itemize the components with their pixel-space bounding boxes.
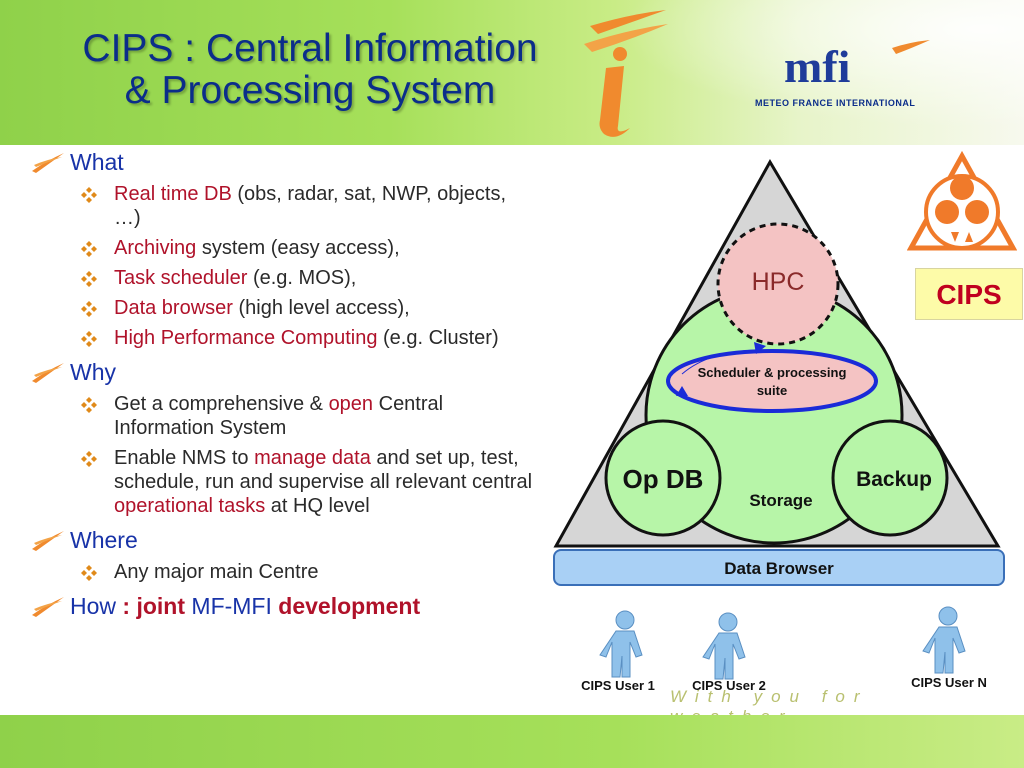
how-middle: MF-MFI [185,593,279,619]
diamond-bullet-icon [81,301,97,317]
hpc-label: HPC [752,268,805,296]
what-item-2: Archiving system (easy access), [30,236,535,260]
why-item-1-text-b: Central Information System [114,393,444,439]
diamond-bullet-icon [81,271,97,287]
what-item-5: High Performance Computing (e.g. Cluster… [30,326,535,350]
why-item-2-highlight-2: operational tasks [114,495,266,517]
backup-label: Backup [856,468,932,491]
what-item-1-text: (obs, radar, sat, NWP, objects, …) [114,183,507,229]
why-item-1-highlight: open [328,393,374,415]
mfi-swoosh-logo-icon [584,10,668,137]
what-item-4-highlight: Data browser [114,297,233,319]
bullet-list: What Real time DB (obs, radar, sat, NWP,… [30,148,535,620]
how-joint: joint [136,593,186,619]
swoosh-bullet-icon [32,531,64,551]
data-browser-bar [553,549,1005,586]
swoosh-bullet-icon [32,153,64,173]
diamond-bullet-icon [81,565,97,581]
cips-label-box: CIPS [915,268,1023,320]
user-2-label: CIPS User 2 [692,678,766,693]
what-item-5-highlight: High Performance Computing [114,327,378,349]
what-item-4: Data browser (high level access), [30,296,535,320]
brand-wordmark: mfi [784,41,851,90]
user-n-label: CIPS User N [911,675,987,690]
why-item-2-text-b: and set up, test, schedule, run and supe… [114,447,533,493]
storage-label: Storage [749,491,812,510]
user-2-person-icon [702,612,746,680]
header-band [0,0,1024,145]
what-item-2-highlight: Archiving [114,237,197,259]
opdb-circle [604,419,722,537]
footer-band [0,715,1024,768]
bullet-where: Where [30,526,535,554]
scheduler-label-line-1: Scheduler & processing [698,365,847,380]
cips-triangle-logo-icon [907,150,1017,251]
why-item-2-highlight-1: manage data [254,447,371,469]
title-line-2: & Processing System [124,69,496,112]
what-item-1: Real time DB (obs, radar, sat, NWP, obje… [30,182,535,230]
how-separator: : [116,593,137,619]
what-item-4-text: (high level access), [232,297,410,319]
title-line-1: CIPS : Central Information [82,27,538,70]
diamond-bullet-icon [81,241,97,257]
opdb-label: Op DB [623,464,704,494]
where-item-1: Any major main Centre [30,560,535,584]
bullet-what: What [30,148,535,176]
scheduler-label-line-2: suite [757,383,787,398]
user-1-person-icon [599,610,643,678]
backup-circle [831,419,949,537]
bullet-where-heading: Where [70,527,138,553]
swoosh-bullet-icon [32,363,64,383]
diamond-bullet-icon [81,451,97,467]
what-item-3-highlight: Task scheduler [114,267,248,289]
slide-title: CIPS : Central Information & Processing … [40,28,580,112]
mfi-brand-logo: mfi [784,40,930,90]
why-item-2-text-a: Enable NMS to [114,447,255,469]
scheduler-ellipse [666,349,878,413]
bullet-how-heading: How [70,593,117,619]
why-item-2-text-c: at HQ level [265,495,370,517]
diamond-bullet-icon [81,397,97,413]
why-item-1-text-a: Get a comprehensive & [114,393,329,415]
user-1-label: CIPS User 1 [581,678,655,693]
bullet-how: How : joint MF-MFI development [30,592,535,620]
brand-subtitle: METEO FRANCE INTERNATIONAL [755,98,916,108]
why-item-2: Enable NMS to manage data and set up, te… [30,446,535,518]
diamond-bullet-icon [81,331,97,347]
bullet-why-heading: Why [70,359,116,385]
why-item-1: Get a comprehensive & open Central Infor… [30,392,535,440]
bullet-why: Why [30,358,535,386]
cips-architecture-diagram: HPC Scheduler & processing suite Op DB B… [553,158,1005,693]
user-n-person-icon [922,606,966,674]
bullet-what-heading: What [70,149,124,175]
hpc-circle [716,222,840,346]
how-development: development [278,593,421,619]
what-item-1-highlight: Real time DB [114,183,232,205]
what-item-5-text: (e.g. Cluster) [377,327,499,349]
what-item-3-text: (e.g. MOS), [247,267,357,289]
diamond-bullet-icon [81,187,97,203]
what-item-2-text: system (easy access), [196,237,400,259]
what-item-3: Task scheduler (e.g. MOS), [30,266,535,290]
data-browser-label: Data Browser [724,559,834,578]
header-swoosh [560,0,1024,145]
scheduler-arrow-top [681,349,763,375]
swoosh-bullet-icon [32,597,64,617]
where-item-1-text: Any major main Centre [114,561,319,583]
